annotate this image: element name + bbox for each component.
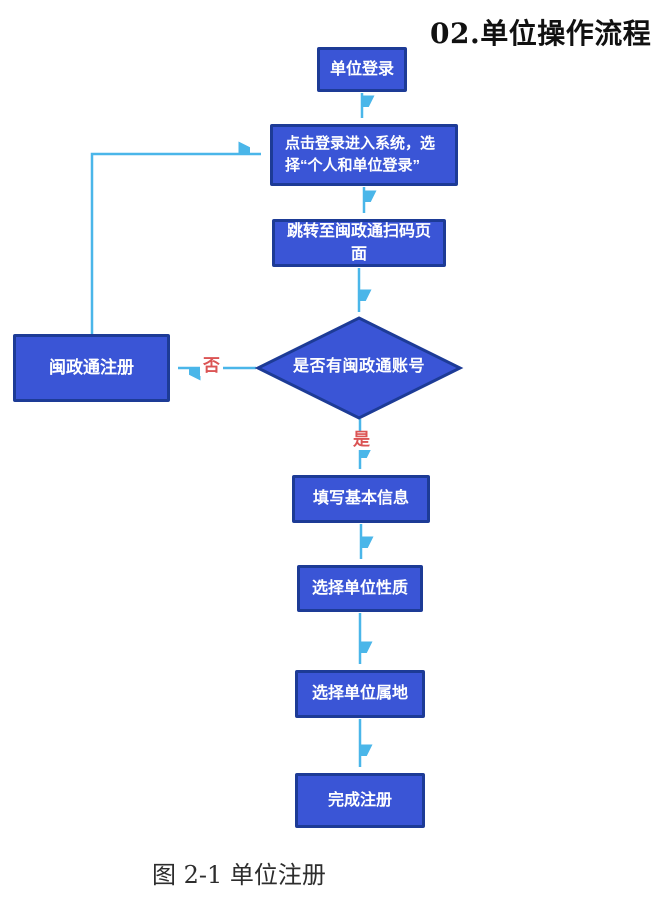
page-title: 02.单位操作流程: [430, 17, 652, 50]
flow-node-qr-page: 跳转至闽政通扫码页面: [272, 219, 446, 267]
flow-node-click-login: 点击登录进入系统，选择“个人和单位登录”: [270, 124, 458, 186]
flow-node-decision-label: 是否有闽政通账号: [292, 358, 425, 375]
flow-node-unit-nature: 选择单位性质: [297, 565, 423, 612]
branch-label-no: 否: [200, 356, 223, 376]
flow-node-fill-info: 填写基本信息: [292, 475, 430, 523]
flow-node-unit-location: 选择单位属地: [295, 670, 425, 718]
arrow-register-loopback: [90, 154, 261, 334]
figure-caption: 图 2-1 单位注册: [152, 861, 326, 889]
flow-node-complete: 完成注册: [295, 773, 425, 828]
flow-node-login: 单位登录: [317, 47, 407, 92]
flow-node-register: 闽政通注册: [13, 334, 170, 402]
branch-label-yes: 是: [350, 430, 373, 450]
decision-diamond: [254, 316, 464, 420]
